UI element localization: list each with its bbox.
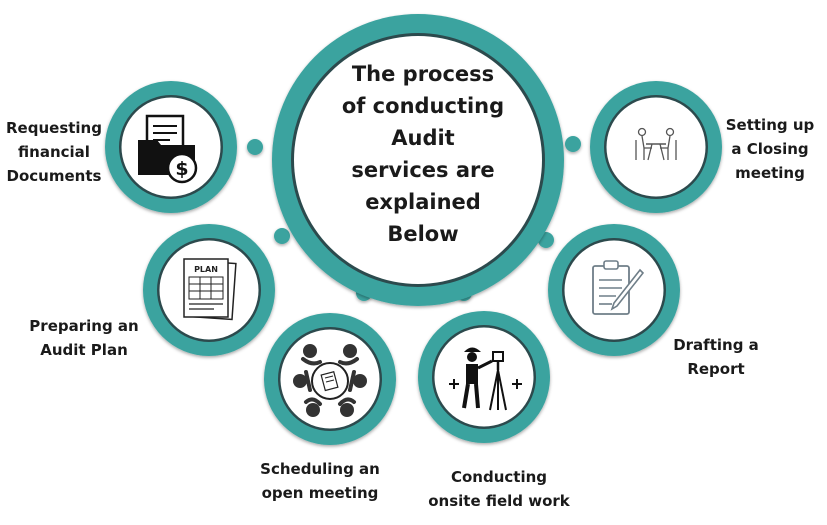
title-line: The process: [351, 62, 495, 86]
svg-text:$: $: [175, 158, 188, 180]
label-line: Documents: [6, 167, 102, 185]
label-line: meeting: [735, 164, 805, 182]
label-line: Audit Plan: [40, 341, 128, 359]
surveyor-icon: [449, 347, 522, 411]
two-people-table-icon: [635, 127, 677, 161]
step-label-plan: Preparing an Audit Plan: [22, 314, 146, 362]
connector-dot: [247, 139, 263, 155]
step-label-requesting: Requesting financial Documents: [0, 116, 108, 188]
title-line: services are: [351, 158, 495, 182]
label-line: Conducting: [450, 468, 548, 486]
connector-dot: [565, 136, 581, 152]
plan-document-icon: PLAN: [183, 258, 237, 321]
label-line: Preparing an: [29, 317, 139, 335]
label-line: Report: [687, 360, 745, 378]
plan-icon-text: PLAN: [194, 265, 218, 274]
folder-dollar-icon: $: [138, 114, 198, 184]
label-line: Scheduling an: [260, 460, 380, 478]
center-circle: [272, 14, 564, 306]
connector-dot: [274, 228, 290, 244]
label-line: Requesting: [6, 119, 102, 137]
step-label-open-meeting: Scheduling an open meeting: [252, 457, 388, 505]
step-label-field-work: Conducting onsite field work: [419, 465, 579, 513]
title-line: explained: [365, 190, 481, 214]
title-line: Below: [387, 222, 459, 246]
diagram-title: The process of conducting Audit services…: [318, 58, 528, 250]
round-table-meeting-icon: [293, 344, 367, 417]
label-line: financial: [18, 143, 90, 161]
step-circle-field-work: [418, 311, 550, 443]
step-label-closing: Setting up a Closing meeting: [716, 113, 824, 185]
label-line: a Closing: [731, 140, 809, 158]
step-label-report: Drafting a Report: [663, 333, 769, 381]
title-line: Audit: [391, 126, 455, 150]
label-line: Drafting a: [673, 336, 759, 354]
title-line: of conducting: [341, 94, 505, 118]
step-circle-closing: [590, 81, 722, 213]
label-line: onsite field work: [428, 492, 570, 510]
label-line: Setting up: [725, 116, 815, 134]
label-line: open meeting: [261, 484, 379, 502]
clipboard-pen-icon: [592, 260, 645, 315]
